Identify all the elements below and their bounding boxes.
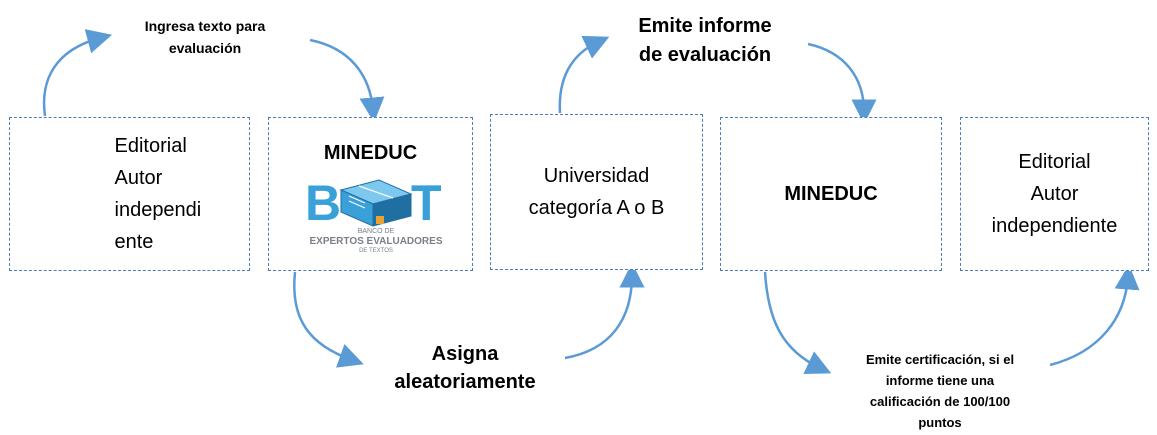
label-emite-informe: Emite informe de evaluación <box>638 15 772 66</box>
mineduc-box-2: MINEDUC <box>720 117 942 271</box>
beet-logo-mark: B T <box>305 175 442 231</box>
svg-text:B: B <box>305 176 341 231</box>
arrow-asigna-to-universidad <box>564 262 645 360</box>
mineduc-box-1-title: MINEDUC <box>323 142 418 164</box>
mineduc-box-1: MINEDUC B T BANCO DE EXPERTOS EVALUADORE… <box>268 117 473 271</box>
logo-caption-line1: BANCO DE <box>357 228 395 235</box>
label-asigna: Asigna aleatoriamente <box>394 343 536 393</box>
logo-caption-line2: EXPERTOS EVALUADORES <box>309 236 443 247</box>
arrow-mineduc-to-asigna <box>293 271 364 368</box>
logo-caption-line3: DE TEXTOS <box>359 248 393 254</box>
arrow-editorial-to-ingresa <box>42 29 113 117</box>
label-emite-certificacion: Emite certificación, si el informe tiene… <box>865 352 1015 430</box>
editorial-box-1-text: Editorial Autor independi ente <box>114 135 202 253</box>
universidad-box-text: Universidad categoría A o B <box>528 165 665 219</box>
label-ingresa-texto: Ingresa texto para evaluación <box>144 18 266 56</box>
beet-logo: B T BANCO DE EXPERTOS EVALUADORES DE TEX… <box>301 175 451 262</box>
svg-text:T: T <box>411 176 442 231</box>
mineduc-box-2-title: MINEDUC <box>784 182 878 205</box>
editorial-box-1: Editorial Autor independi ente <box>9 117 250 271</box>
arrow-informe-to-mineduc2 <box>807 42 877 125</box>
editorial-box-2-text: Editorial Autor independiente <box>991 151 1118 237</box>
editorial-box-2: Editorial Autor independiente <box>960 117 1149 271</box>
arrow-mineduc2-to-cert <box>763 271 832 374</box>
arrow-cert-to-editorial2 <box>1049 264 1140 367</box>
arrow-ingresa-to-mineduc <box>309 38 385 123</box>
arrow-universidad-to-informe <box>558 35 610 114</box>
universidad-box: Universidad categoría A o B <box>490 114 703 270</box>
